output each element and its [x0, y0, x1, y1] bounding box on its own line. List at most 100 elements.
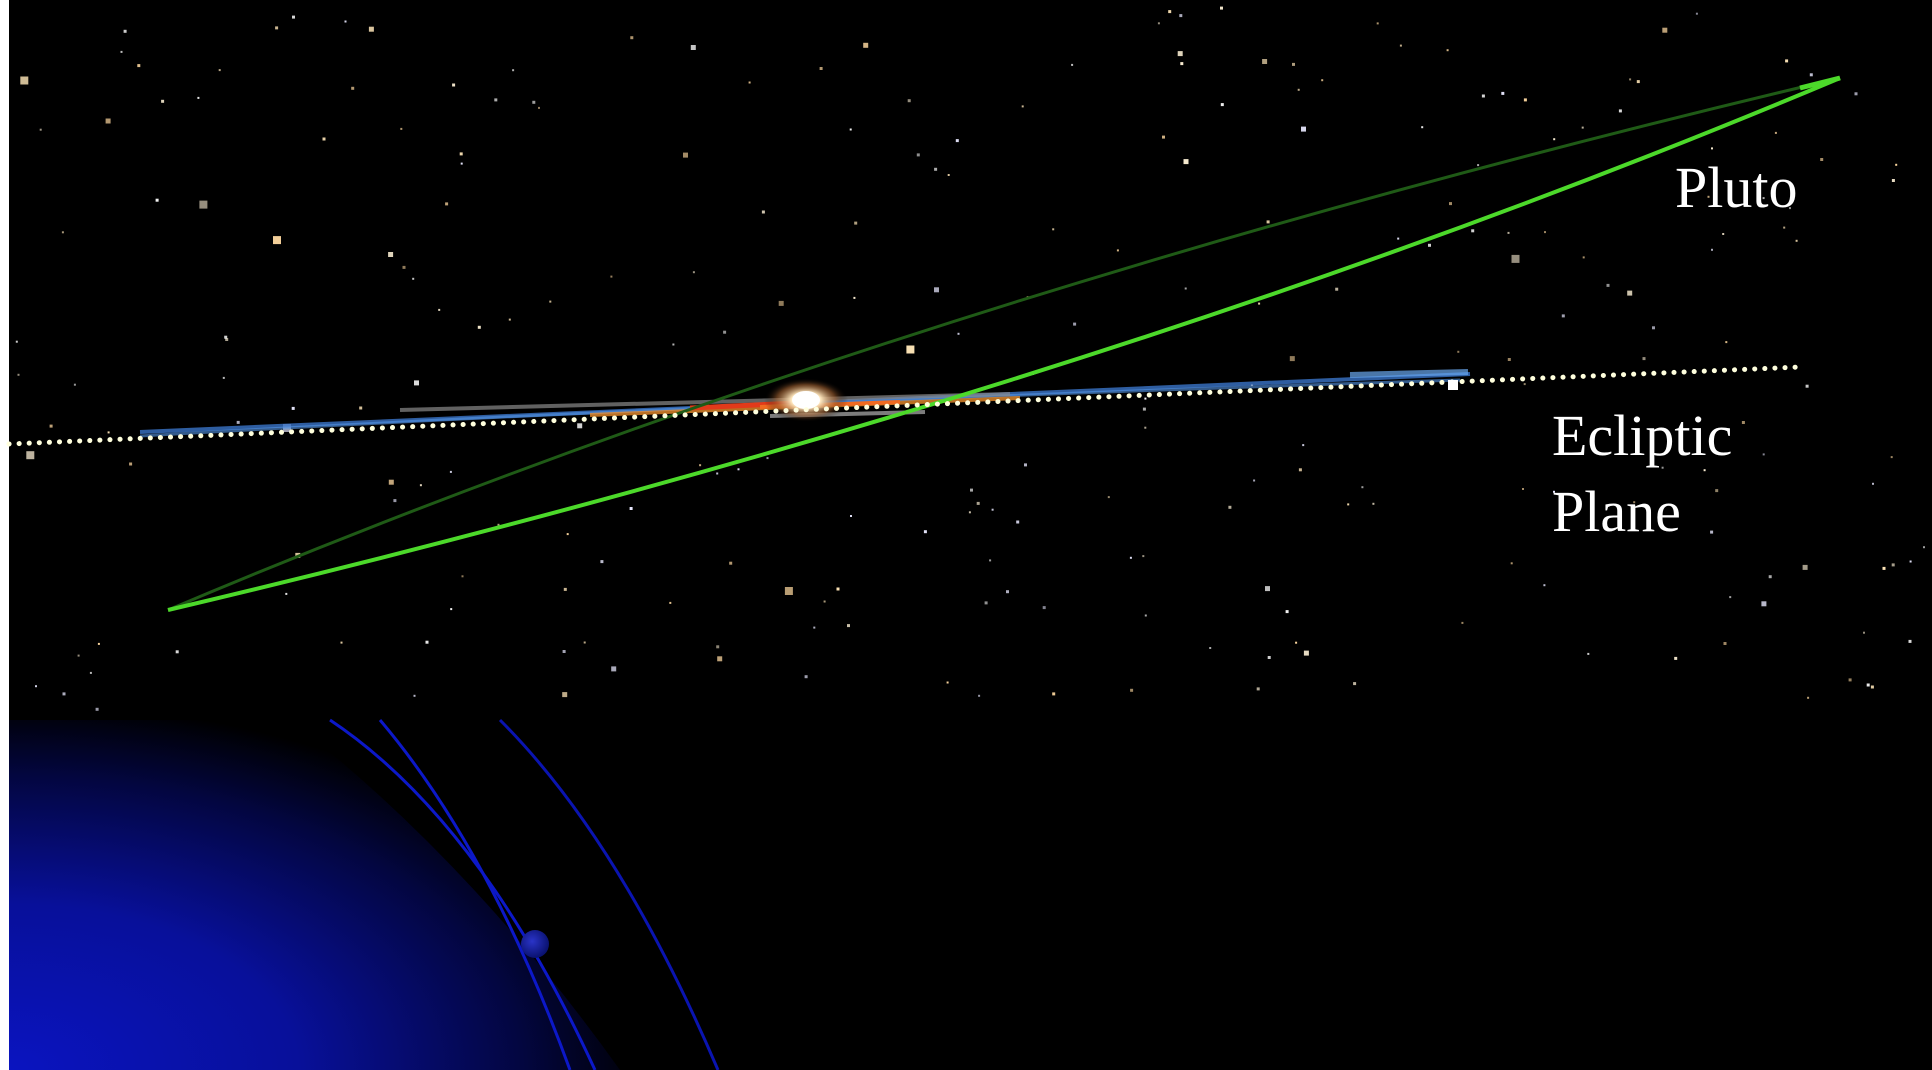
star	[1298, 468, 1302, 472]
star	[1179, 14, 1183, 18]
star	[1544, 231, 1546, 234]
star	[1372, 502, 1375, 505]
star	[1870, 685, 1874, 689]
star	[1636, 80, 1640, 84]
star	[1289, 356, 1295, 362]
star	[1703, 469, 1706, 472]
star	[1116, 249, 1119, 252]
star	[340, 641, 343, 644]
star	[761, 210, 765, 214]
star	[1627, 290, 1633, 296]
star	[976, 501, 980, 505]
star	[1180, 62, 1184, 66]
star	[1481, 94, 1485, 98]
star	[400, 127, 403, 130]
star	[1872, 482, 1874, 485]
star	[907, 99, 911, 103]
star	[934, 167, 938, 171]
star	[1662, 27, 1668, 33]
star	[1183, 159, 1189, 165]
star	[970, 488, 973, 492]
star	[459, 152, 463, 156]
star	[1071, 63, 1074, 66]
star	[1553, 138, 1556, 141]
star	[690, 45, 696, 50]
star	[849, 128, 852, 131]
star	[222, 376, 225, 379]
star	[1633, 501, 1636, 504]
star	[1421, 126, 1424, 129]
star	[1618, 109, 1622, 113]
star	[494, 98, 498, 102]
star	[577, 423, 583, 429]
star	[916, 153, 920, 157]
star	[1582, 256, 1585, 259]
star	[1783, 226, 1786, 229]
star	[610, 275, 613, 278]
star	[155, 198, 159, 202]
star	[95, 707, 99, 711]
star	[1522, 488, 1524, 490]
star	[1446, 49, 1449, 52]
star	[1177, 51, 1183, 57]
star	[600, 560, 604, 564]
star	[934, 287, 939, 293]
star	[1335, 287, 1339, 291]
star	[1723, 642, 1727, 645]
star	[1523, 98, 1527, 102]
star	[1258, 302, 1261, 305]
starfield	[15, 6, 1925, 711]
star	[784, 587, 793, 595]
star	[854, 221, 858, 225]
star	[804, 675, 808, 679]
star	[562, 692, 568, 698]
star	[460, 162, 463, 165]
star	[1157, 22, 1160, 25]
star	[1052, 228, 1055, 231]
star	[1710, 530, 1714, 534]
star	[508, 318, 511, 321]
star	[1774, 131, 1777, 134]
star	[425, 640, 429, 644]
star	[566, 533, 569, 536]
star	[1587, 652, 1590, 655]
star	[1144, 397, 1147, 400]
star	[107, 431, 110, 434]
star	[1722, 233, 1725, 235]
star	[1295, 641, 1298, 644]
sun-glow-icon	[764, 378, 848, 422]
star	[1523, 383, 1526, 386]
star	[1024, 463, 1027, 467]
star	[388, 252, 394, 257]
star	[1854, 92, 1858, 96]
star	[947, 174, 950, 176]
planet-limb	[9, 720, 620, 1070]
star	[1477, 164, 1480, 167]
star	[120, 50, 123, 53]
star	[1725, 341, 1728, 344]
star	[129, 462, 133, 466]
ecliptic-plane-line	[6, 364, 1803, 447]
star	[1762, 197, 1765, 200]
star	[1184, 287, 1187, 290]
star	[1262, 59, 1268, 64]
star	[1397, 237, 1400, 240]
star	[359, 406, 363, 410]
star	[1785, 59, 1789, 63]
star	[1652, 326, 1655, 330]
star	[1561, 314, 1565, 318]
star	[413, 694, 416, 697]
star	[89, 671, 92, 674]
star	[1923, 546, 1925, 549]
star	[968, 511, 971, 514]
star	[275, 26, 279, 30]
star	[629, 507, 633, 510]
star	[991, 508, 994, 511]
star	[1707, 195, 1710, 198]
star	[1220, 103, 1224, 107]
star	[419, 484, 422, 487]
star	[137, 64, 141, 68]
star	[105, 118, 111, 124]
star	[77, 654, 80, 657]
star	[1761, 601, 1767, 607]
